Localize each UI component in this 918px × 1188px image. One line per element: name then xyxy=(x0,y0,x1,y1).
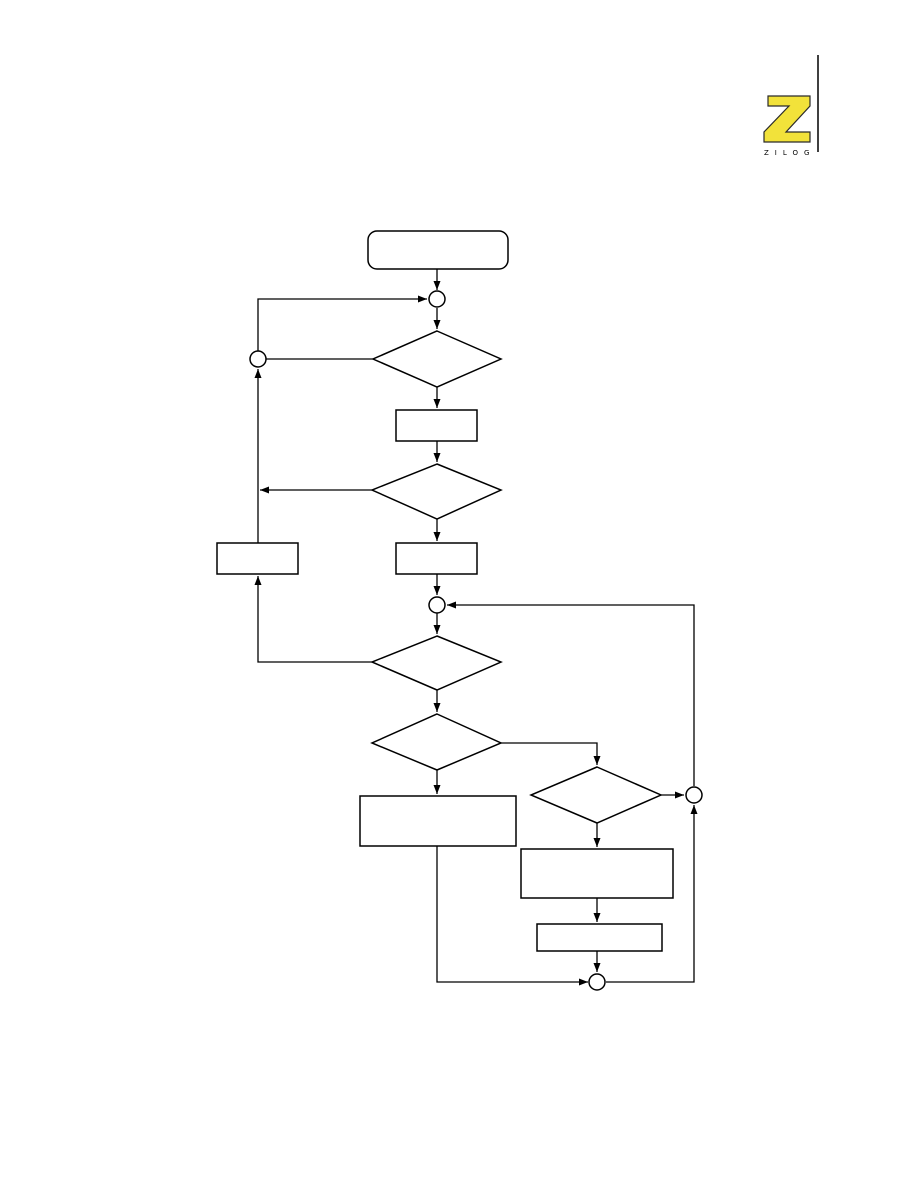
connector-right xyxy=(685,786,703,804)
connector-left xyxy=(249,350,267,368)
connector-2 xyxy=(428,596,446,614)
decision-1 xyxy=(371,330,503,388)
decision-3 xyxy=(370,635,503,691)
connector-1 xyxy=(428,290,446,308)
process-2 xyxy=(395,542,478,575)
process-left xyxy=(216,542,299,575)
process-1 xyxy=(395,409,478,442)
process-bottom xyxy=(536,923,663,952)
decision-2 xyxy=(370,463,503,520)
process-wide-right xyxy=(520,848,674,899)
decision-5 xyxy=(529,766,663,824)
zilog-logo: ZILOG xyxy=(763,55,819,157)
flowchart-lines xyxy=(254,269,698,986)
process-wide-left xyxy=(359,795,517,847)
start-terminator xyxy=(367,230,509,270)
flowchart-shapes xyxy=(216,230,703,991)
logo-wordmark: ZILOG xyxy=(764,149,815,157)
z-mark-icon xyxy=(763,95,811,143)
decision-4 xyxy=(370,713,503,771)
connector-bottom xyxy=(588,973,606,991)
